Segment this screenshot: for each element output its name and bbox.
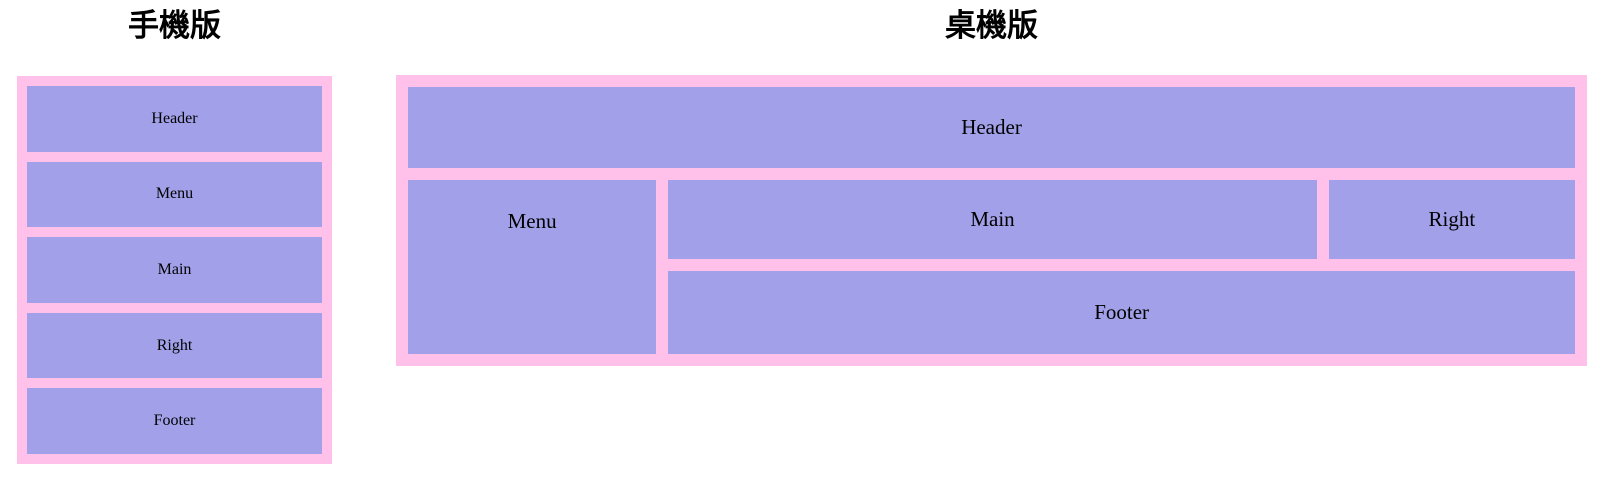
mobile-box-footer: Footer [27,388,322,454]
desktop-panel-title: 桌機版 [945,8,1038,43]
mobile-box-main: Main [27,237,322,303]
mobile-box-right: Right [27,312,322,379]
mobile-layout-container: Header Menu Main Right Footer [17,76,332,464]
desktop-box-header: Header [408,87,1575,168]
mobile-panel-title: 手機版 [128,8,221,43]
desktop-box-main: Main [668,180,1317,259]
desktop-box-menu: Menu [408,180,657,354]
desktop-box-right: Right [1328,180,1575,259]
mobile-box-header: Header [27,86,322,152]
mobile-box-menu: Menu [27,161,322,228]
desktop-box-footer: Footer [668,271,1575,354]
desktop-layout-container: Header Menu Main Right Footer [396,75,1587,366]
